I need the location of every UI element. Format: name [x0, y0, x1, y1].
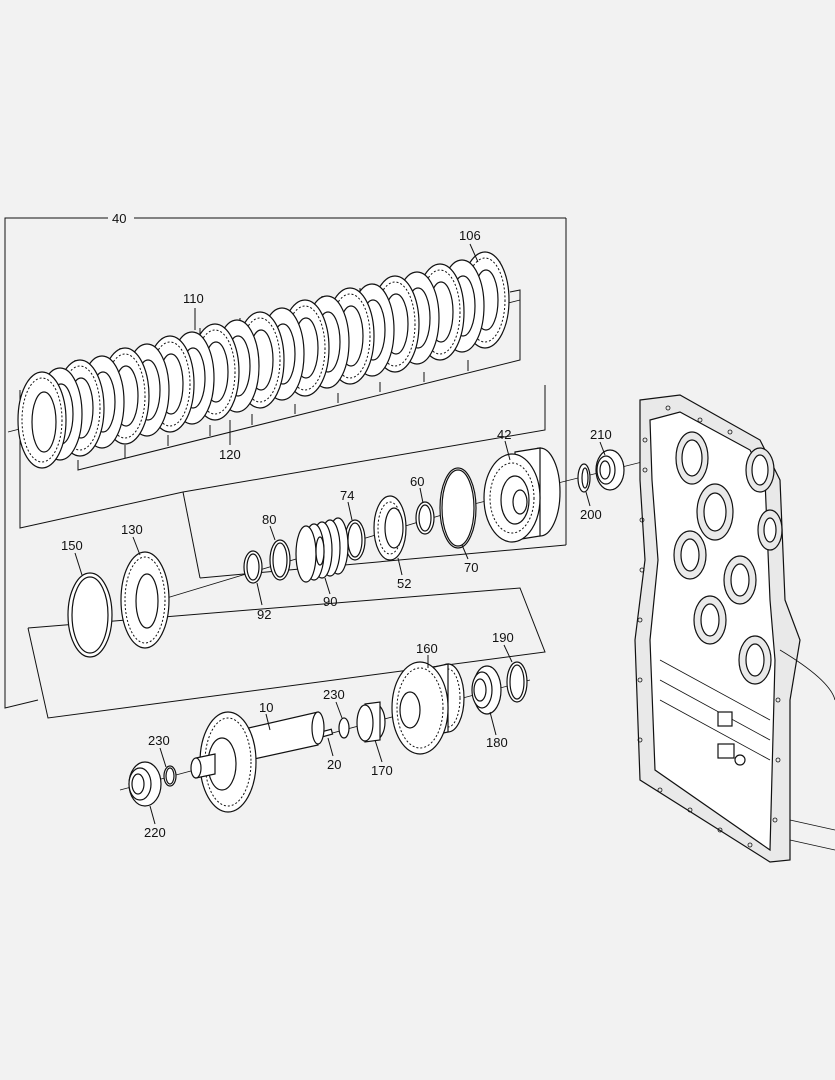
label-180: 180	[486, 735, 508, 750]
ring-70	[439, 467, 477, 549]
ring-60	[415, 501, 435, 535]
clutch-pack-frame	[19, 385, 546, 579]
label-220: 220	[144, 825, 166, 840]
ring-80	[269, 539, 291, 581]
gear-160	[391, 661, 465, 755]
label-52: 52	[397, 576, 411, 591]
label-230-upper: 230	[323, 687, 345, 702]
label-130: 130	[121, 522, 143, 537]
needle-bearing-170	[356, 701, 386, 743]
label-110: 110	[183, 291, 204, 306]
label-190: 190	[492, 630, 514, 645]
snap-ring-200	[577, 463, 591, 493]
transmission-housing	[634, 394, 835, 863]
label-42: 42	[497, 427, 511, 442]
gear-group-frame	[27, 587, 546, 719]
label-150: 150	[61, 538, 83, 553]
clutch-disc-stack	[7, 251, 521, 469]
label-70: 70	[464, 560, 478, 575]
label-60: 60	[410, 474, 424, 489]
label-80: 80	[262, 512, 276, 527]
ring-150	[67, 572, 113, 658]
label-160: 160	[416, 641, 438, 656]
label-200: 200	[580, 507, 602, 522]
label-74: 74	[340, 488, 354, 503]
label-120: 120	[219, 447, 241, 462]
snap-ring-190	[506, 661, 528, 703]
spring-90	[295, 517, 349, 583]
disc-stack-frame-120	[77, 289, 521, 471]
bearing-220	[128, 761, 162, 807]
label-170: 170	[371, 763, 393, 778]
label-92: 92	[257, 607, 271, 622]
label-20: 20	[327, 757, 341, 772]
label-10: 10	[259, 700, 273, 715]
shaft-10	[190, 711, 325, 813]
label-40: 40	[112, 211, 126, 226]
label-90: 90	[323, 594, 337, 609]
bearing-210	[595, 449, 625, 491]
piston-52	[373, 495, 407, 561]
clutch-carrier-42	[469, 447, 691, 543]
ring-230-lower	[163, 765, 177, 787]
bearing-180	[471, 665, 502, 715]
label-106: 106	[459, 228, 481, 243]
label-210: 210	[590, 427, 612, 442]
part-labels: 40 106 110 120 42 210 200 60 70 74 52 80…	[61, 211, 612, 840]
leader-lines	[74, 243, 606, 825]
ring-92	[243, 550, 263, 584]
label-230-lower: 230	[148, 733, 170, 748]
ring-230-upper	[338, 717, 350, 739]
plate-130	[120, 551, 170, 649]
